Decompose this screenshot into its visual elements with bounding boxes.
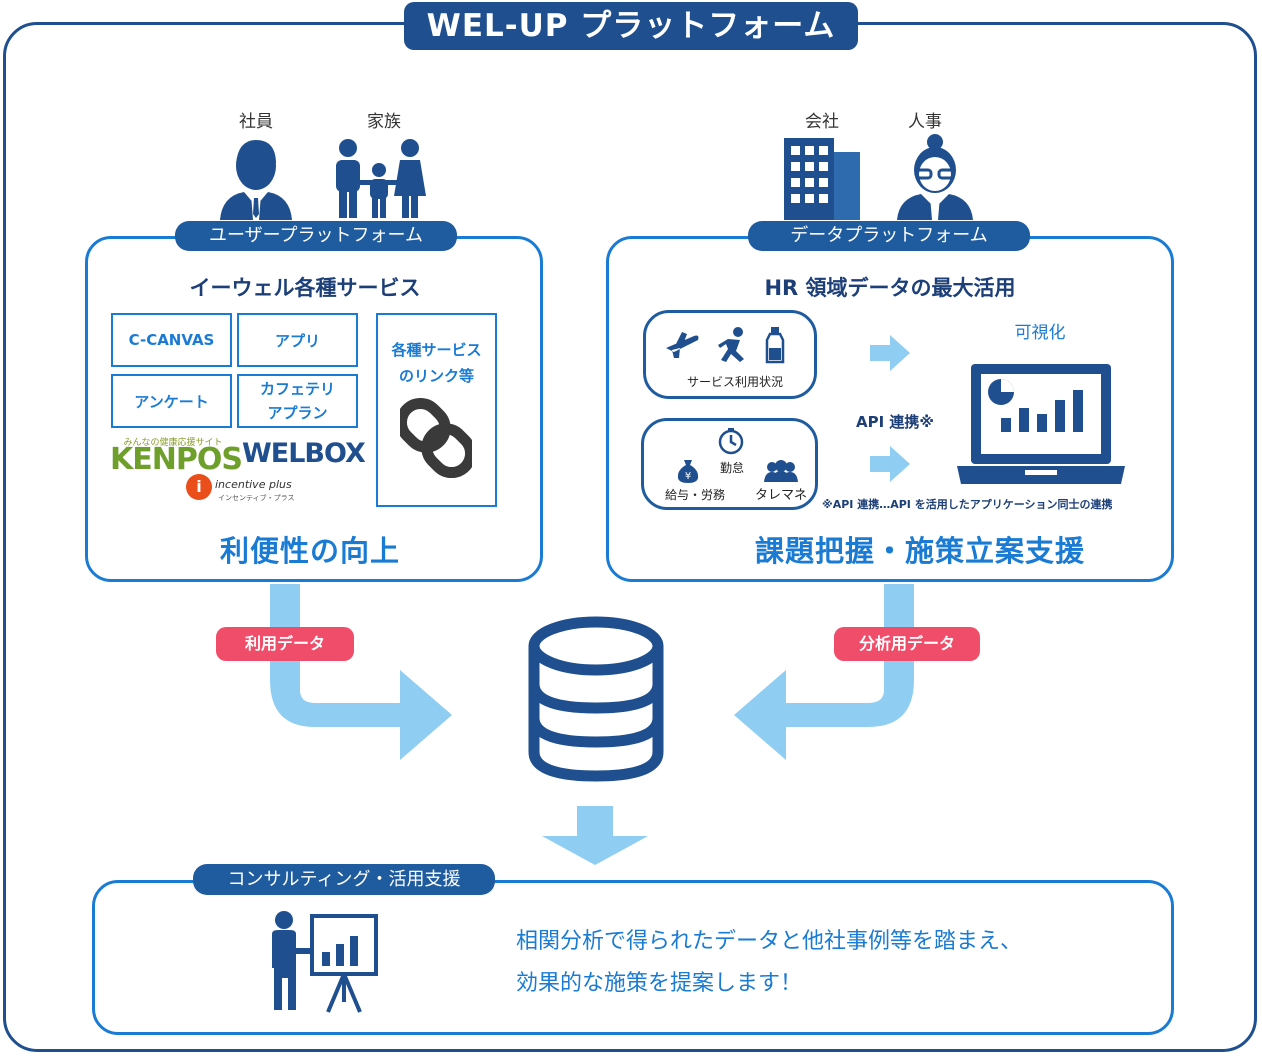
service-app: アプリ	[237, 313, 358, 367]
incentive-plus-logo: incentive plus	[215, 478, 292, 491]
bottle-icon	[765, 327, 785, 364]
left-data-arrow	[270, 584, 452, 760]
label-family: 家族	[367, 112, 401, 132]
laptop-chart-icon	[957, 364, 1125, 484]
service-survey: アンケート	[111, 374, 232, 428]
issue-policy-label: 課題把握・施策立案支援	[754, 534, 1085, 568]
attendance-label: 勤怠	[719, 461, 744, 475]
welbox-logo: WELBOX	[242, 438, 366, 469]
link-chain-icon	[400, 397, 472, 479]
visualize-label: 可視化	[1014, 323, 1066, 343]
api-footnote: ※API 連携…API を活用したアプリケーション同士の連携	[822, 498, 1113, 511]
label-company: 会社	[805, 112, 839, 132]
database-icon	[528, 616, 664, 782]
running-icon	[718, 327, 744, 362]
family-icon	[336, 139, 426, 218]
clock-icon	[718, 428, 744, 455]
kenpos-tagline: みんなの健康応援サイト	[123, 438, 223, 448]
svg-text:¥: ¥	[685, 471, 691, 482]
convenience-label: 利便性の向上	[219, 534, 400, 568]
services-heading: イーウェル各種サービス	[189, 276, 421, 300]
arrow-right-icon	[870, 446, 910, 482]
presenter-icon	[272, 911, 378, 1013]
usage-data-tag: 利用データ	[216, 627, 354, 661]
employee-icon	[220, 140, 292, 220]
main-title: WEL-UP プラットフォーム	[404, 2, 858, 50]
arrow-right-icon	[870, 335, 910, 371]
hr-data-heading: HR 領域データの最大活用	[764, 276, 1016, 300]
airplane-icon	[666, 332, 699, 358]
label-hr: 人事	[908, 112, 942, 132]
service-links-label: 各種サービスのリンク等	[391, 341, 482, 385]
service-c-canvas: C-CANVAS	[111, 313, 232, 367]
right-data-arrow	[734, 584, 914, 760]
building-icon	[784, 138, 860, 220]
team-icon	[764, 460, 798, 482]
consulting-line-1: 相関分析で得られたデータと他社事例等を踏まえ、	[516, 929, 1023, 954]
kenpos-logo: KENPOS	[110, 442, 243, 477]
service-cafeteria-plan: カフェテリアプラン	[237, 374, 358, 428]
talent-management-label: タレマネ	[754, 488, 807, 503]
consulting-description: 相関分析で得られたデータと他社事例等を踏まえ、 効果的な施策を提案します！	[516, 921, 1136, 1005]
analysis-data-tag: 分析用データ	[834, 627, 980, 661]
payroll-label: 給与・労務	[664, 488, 725, 502]
incentive-plus-sub: インセンティブ・プラス	[218, 494, 295, 502]
hr-person-icon	[897, 134, 973, 220]
money-bag-icon: ¥	[677, 460, 699, 483]
incentive-plus-mark-icon: i	[186, 474, 212, 500]
consulting-label: コンサルティング・活用支援	[193, 864, 495, 895]
user-platform-label: ユーザープラットフォーム	[175, 221, 457, 251]
label-employee: 社員	[239, 112, 273, 132]
consulting-line-2: 効果的な施策を提案します！	[516, 971, 803, 996]
data-platform-label: データプラットフォーム	[748, 221, 1030, 251]
service-usage-label: サービス利用状況	[686, 375, 783, 389]
api-label: API 連携※	[856, 413, 934, 431]
down-arrow	[542, 806, 648, 865]
